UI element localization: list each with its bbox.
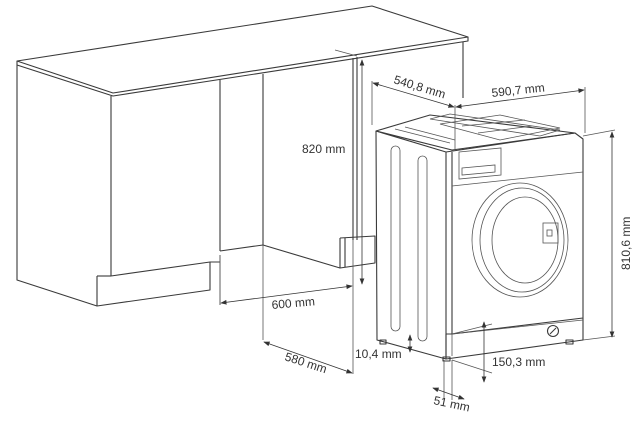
dimension-lines bbox=[219, 49, 616, 400]
label-niche-height: 820 mm bbox=[302, 142, 345, 156]
label-machine-width: 590,7 mm bbox=[491, 80, 546, 100]
label-plinth-height: 150,3 mm bbox=[492, 355, 545, 369]
label-machine-height: 810,6 mm bbox=[619, 217, 633, 270]
kitchen-cabinet bbox=[16, 5, 469, 340]
label-foot-height: 10,4 mm bbox=[355, 347, 402, 361]
washing-machine bbox=[375, 113, 584, 362]
label-niche-width: 600 mm bbox=[271, 294, 315, 312]
label-niche-depth: 580 mm bbox=[283, 350, 329, 377]
label-plinth-recess: 51 mm bbox=[432, 393, 471, 414]
